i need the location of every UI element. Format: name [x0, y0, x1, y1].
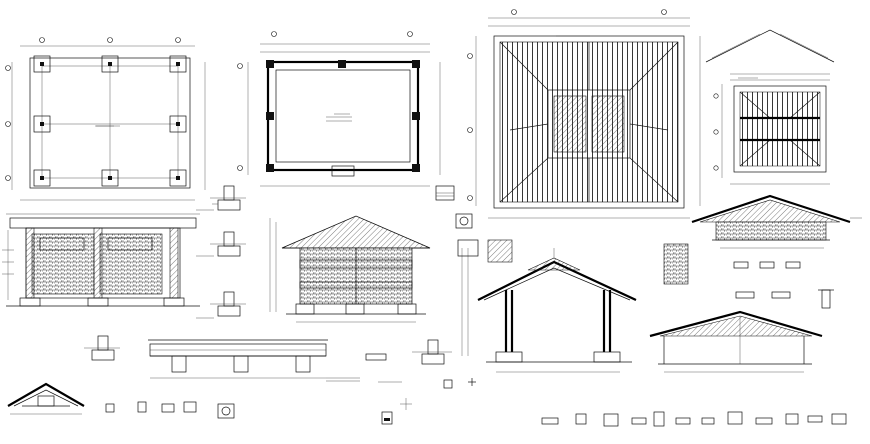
footing-detail-1: [210, 185, 246, 211]
footing-detail-4: [84, 335, 120, 361]
footing-detail-3: [210, 291, 246, 317]
footing-details: [84, 185, 452, 365]
bottom-connection-details: [105, 401, 847, 427]
front-elevation: [269, 215, 431, 323]
beam-section: [148, 339, 328, 379]
side-elevation: [6, 213, 200, 307]
columns: [266, 60, 420, 172]
small-details-row: [733, 217, 862, 309]
footing-pads: [33, 55, 187, 187]
cross-section: [461, 248, 637, 373]
roof-framing-plan: [467, 9, 701, 219]
foundation-plan: [5, 37, 206, 201]
floor-plan: [237, 31, 441, 187]
roof-framing-plan-small: [705, 29, 835, 185]
annotation-marks: [2, 35, 758, 319]
footing-detail-2: [210, 231, 246, 257]
connection-details: [326, 185, 689, 425]
roof-section-lower-right: [649, 310, 823, 373]
roof-section-right: [691, 194, 862, 309]
eave-detail: [7, 382, 85, 415]
footing-detail-5: [412, 339, 452, 365]
